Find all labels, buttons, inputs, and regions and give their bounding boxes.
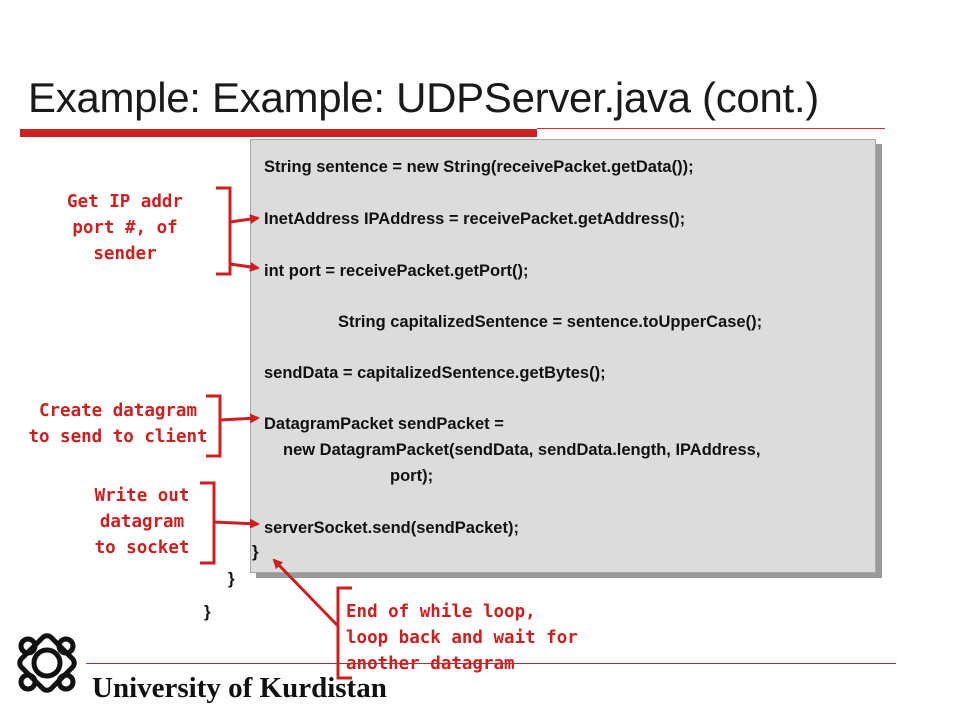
annotation-end-loop-line: loop back and wait for — [346, 628, 578, 648]
annotation-create-datagram-line: to send to client — [28, 427, 208, 447]
closing-brace-mid: } — [228, 569, 235, 588]
title-underline-red — [20, 129, 537, 137]
annotation-write-out-line: to socket — [94, 538, 190, 558]
code-line-6: DatagramPacket sendPacket = — [264, 415, 504, 433]
university-logo-icon — [17, 633, 77, 693]
annotation-get-ip-line: sender — [93, 244, 157, 264]
annotation-write-out-line: Write out — [94, 486, 190, 506]
bracket-get-ip — [216, 186, 232, 276]
code-box — [250, 139, 876, 573]
annotation-create-datagram-line: Create datagram — [38, 401, 198, 421]
closing-brace-inner: } — [252, 542, 259, 561]
code-line-5: sendData = capitalizedSentence.getBytes(… — [264, 364, 606, 382]
annotation-write-out-line: datagram — [99, 512, 185, 532]
closing-brace-outer: } — [204, 602, 211, 621]
annotation-get-ip-line: Get IP addr — [67, 192, 183, 212]
slide-title: Example: Example: UDPServer.java (cont.) — [28, 74, 819, 121]
code-line-8: port); — [390, 467, 434, 485]
code-line-7: new DatagramPacket(sendData, sendData.le… — [283, 441, 761, 459]
code-line-4: String capitalizedSentence = sentence.to… — [338, 313, 763, 331]
footer-rule — [86, 663, 896, 664]
annotation-write-out: Write out datagram to socket — [78, 483, 206, 561]
code-line-9: serverSocket.send(sendPacket); — [264, 519, 519, 537]
annotation-end-loop-line: End of while loop, — [346, 602, 536, 622]
annotation-end-loop-line: another datagram — [346, 654, 515, 674]
title-underline-thin — [537, 128, 885, 129]
annotation-get-ip-line: port #, of — [72, 218, 178, 238]
annotation-get-ip: Get IP addr port #, of sender — [50, 189, 200, 267]
code-line-2: InetAddress IPAddress = receivePacket.ge… — [264, 210, 686, 228]
annotation-end-loop: End of while loop, loop back and wait fo… — [346, 599, 578, 677]
code-line-1: String sentence = new String(receivePack… — [264, 158, 694, 176]
university-name: University of Kurdistan — [92, 672, 387, 704]
code-line-3: int port = receivePacket.getPort(); — [264, 262, 529, 280]
annotation-create-datagram: Create datagram to send to client — [18, 398, 218, 450]
